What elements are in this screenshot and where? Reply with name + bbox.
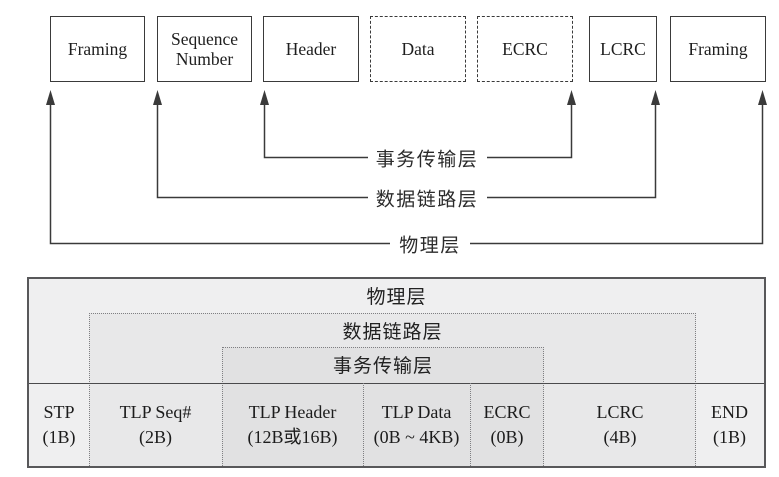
packet-box-label: LCRC: [600, 38, 646, 59]
up-arrowhead-icon: [260, 90, 269, 105]
table-layer-data-link: 数据链路层: [342, 322, 443, 343]
cell-name: TLP Header: [248, 401, 337, 422]
table-layer-transaction: 事务传输层: [332, 356, 433, 377]
packet-box-header: Header: [263, 16, 359, 82]
cell-name: TLP Seq#: [119, 401, 192, 422]
cell-name: TLP Data: [381, 401, 452, 422]
packet-box-framing-right: Framing: [670, 16, 766, 82]
up-arrowhead-icon: [758, 90, 767, 105]
packet-box-label: ECRC: [502, 38, 548, 59]
table-cell-ecrc: ECRC (0B): [470, 383, 544, 466]
cell-size: (1B): [42, 427, 76, 447]
layer-table: 物理层 数据链路层 事务传输层 STP (1B) TLP Seq# (2B) T…: [27, 277, 766, 468]
packet-box-label: Framing: [688, 38, 748, 59]
bracket-label-physical-layer: 物理层: [399, 235, 461, 257]
cell-divider: [363, 383, 364, 466]
packet-box-label: Sequence Number: [170, 28, 239, 69]
packet-box-data: Data: [370, 16, 466, 82]
up-arrowhead-icon: [153, 90, 162, 105]
table-layer-transaction-region: 事务传输层: [222, 347, 544, 466]
packet-box-label: Framing: [67, 38, 128, 59]
cell-name: END: [711, 401, 748, 422]
bracket-label-transaction-layer: 事务传输层: [375, 149, 479, 171]
cell-size: (0B ~ 4KB): [373, 427, 460, 447]
table-cell-end: END (1B): [696, 383, 763, 466]
up-arrowhead-icon: [567, 90, 576, 105]
up-arrowhead-icon: [651, 90, 660, 105]
table-row-divider: [29, 383, 764, 384]
table-byte-row: STP (1B) TLP Seq# (2B) TLP Header (12B或1…: [29, 383, 764, 466]
up-arrowhead-icons: [46, 90, 767, 105]
table-cell-tlp-header: TLP Header (12B或16B): [222, 383, 363, 466]
packet-box-framing-left: Framing: [50, 16, 145, 82]
packet-box-label: Data: [401, 38, 435, 59]
bracket-label-data-link-layer: 数据链路层: [375, 189, 479, 211]
cell-size: (4B): [603, 427, 637, 447]
packet-box-ecrc: ECRC: [477, 16, 573, 82]
up-arrowhead-icon: [46, 90, 55, 105]
cell-size: (0B): [490, 427, 524, 447]
cell-size: (2B): [139, 427, 172, 447]
cell-name: STP: [43, 401, 75, 422]
packet-box-label: Header: [285, 38, 337, 59]
packet-box-sequence-number: Sequence Number: [157, 16, 252, 82]
table-cell-tlp-seq: TLP Seq# (2B): [89, 383, 222, 466]
table-cell-tlp-data: TLP Data (0B ~ 4KB): [363, 383, 470, 466]
table-cell-lcrc: LCRC (4B): [544, 383, 696, 466]
table-layer-physical: 物理层: [366, 287, 427, 308]
cell-divider: [470, 383, 471, 466]
packet-box-lcrc: LCRC: [589, 16, 657, 82]
cell-size: (1B): [713, 427, 746, 447]
table-cell-stp: STP (1B): [29, 383, 89, 466]
cell-size: (12B或16B): [247, 427, 338, 447]
cell-name: LCRC: [596, 401, 644, 422]
bracket-lines: [49, 104, 764, 245]
cell-name: ECRC: [483, 401, 531, 422]
